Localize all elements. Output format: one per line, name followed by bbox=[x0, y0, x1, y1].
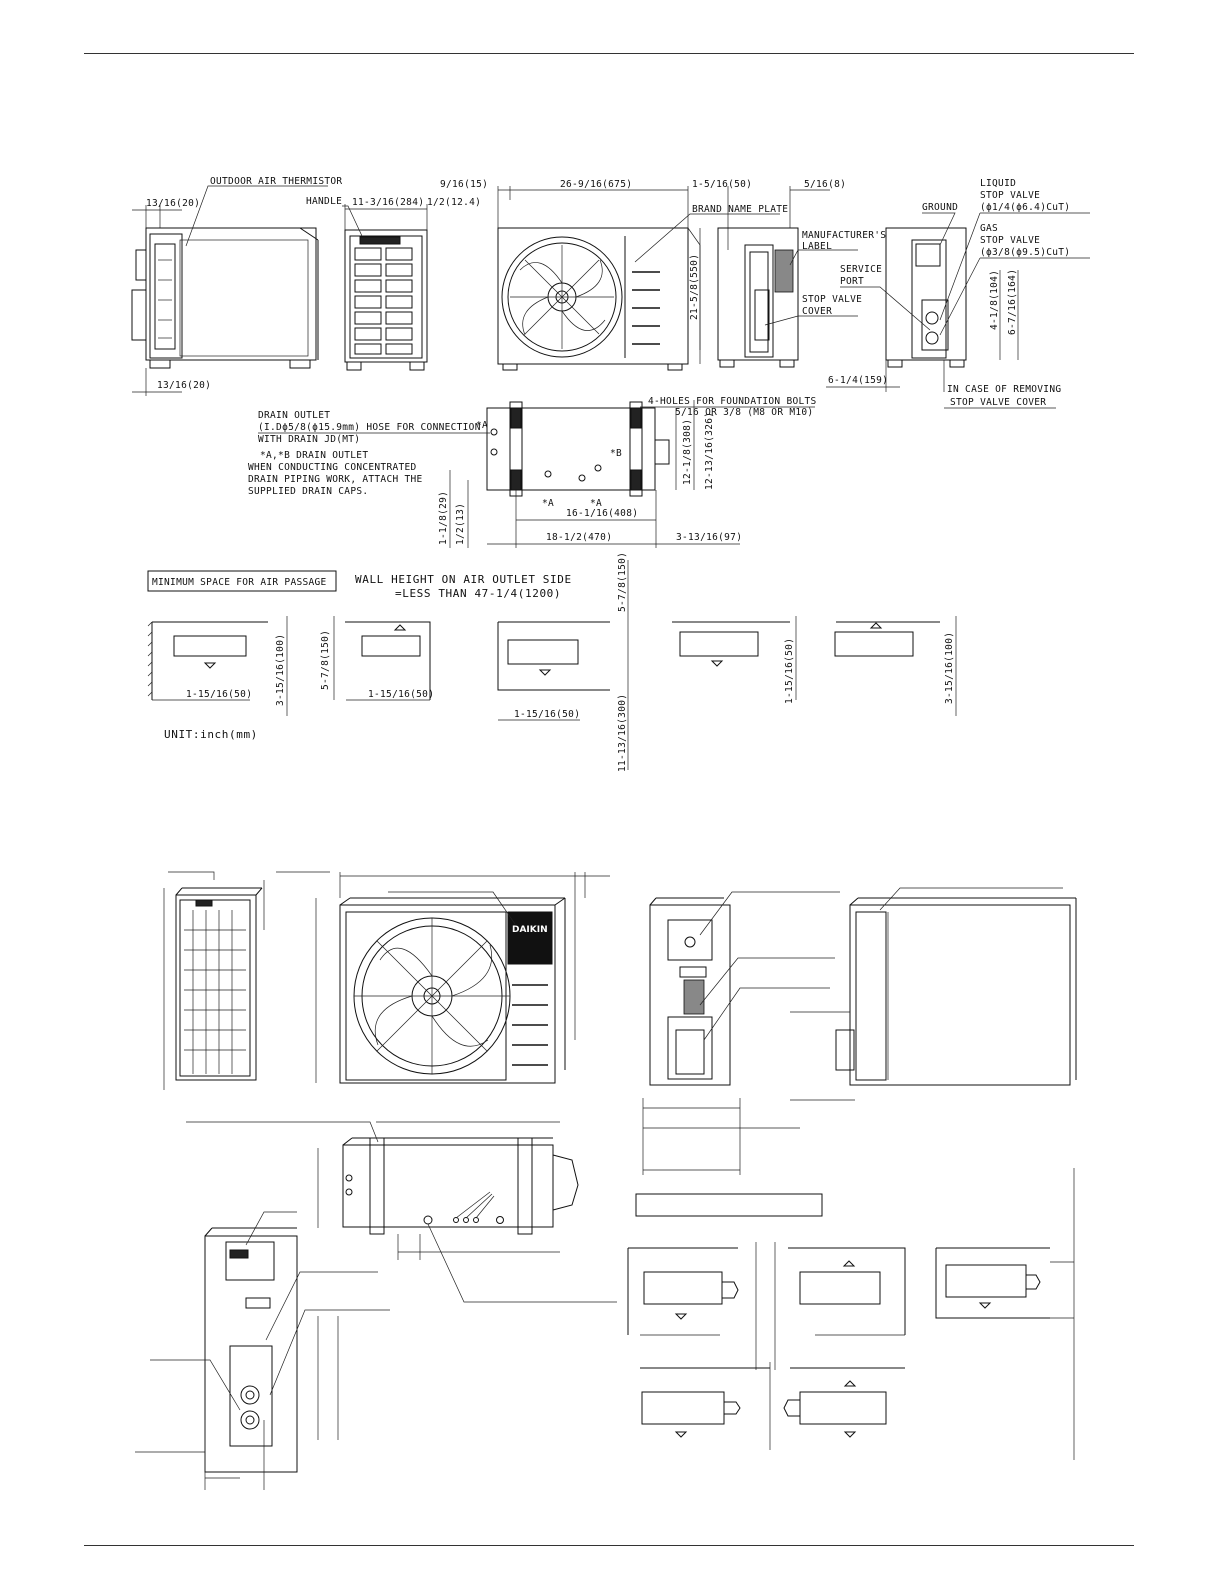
mark-a-bottom-left: *A bbox=[542, 498, 554, 509]
drain-label-2: (I.Dϕ5/8(ϕ15.9mm) HOSE FOR CONNECTION bbox=[258, 422, 481, 433]
dim-9-16: 9/16(15) bbox=[440, 179, 488, 190]
daikin-logo-text: DAIKIN bbox=[512, 925, 548, 935]
dim-5-7-8-b: 5-7/8(150) bbox=[617, 552, 628, 612]
page-top-rule bbox=[84, 53, 1134, 54]
top-dimension-drawing: OUTDOOR AIR THERMISTOR 13/16(20) 13/16(2… bbox=[131, 176, 1090, 772]
dim-6-1-4: 6-1/4(159) bbox=[828, 375, 888, 386]
dim-26-9-16: 26-9/16(675) bbox=[560, 179, 632, 190]
mark-a-bottom-right: *A bbox=[590, 498, 602, 509]
foundation-label-1: 4-HOLES FOR FOUNDATION BOLTS bbox=[648, 396, 817, 407]
removing-label-2: STOP VALVE COVER bbox=[950, 397, 1046, 408]
dim-11-13-16: 11-13/16(300) bbox=[617, 694, 628, 772]
back-grille-3d-view bbox=[163, 871, 330, 1090]
mark-a-top: *A bbox=[476, 420, 488, 431]
drain-ab-label-4: SUPPLIED DRAIN CAPS. bbox=[248, 486, 368, 497]
dim-5-16: 5/16(8) bbox=[804, 179, 846, 190]
dim-1-5-16: 1-5/16(50) bbox=[692, 179, 752, 190]
dim-5-7-8-a: 5-7/8(150) bbox=[320, 630, 331, 690]
dim-1-2-13: 1/2(13) bbox=[455, 503, 466, 545]
dim-1-15-16-b: 1-15/16(50) bbox=[368, 689, 434, 700]
gas-label-1: GAS bbox=[980, 223, 998, 234]
dim-18-1-2: 18-1/2(470) bbox=[546, 532, 612, 543]
min-space-label: MINIMUM SPACE FOR AIR PASSAGE bbox=[152, 577, 327, 588]
dim-3-13-16: 3-13/16(97) bbox=[676, 532, 742, 543]
left-side-view: OUTDOOR AIR THERMISTOR 13/16(20) 13/16(2… bbox=[131, 176, 342, 396]
mark-b: *B bbox=[610, 448, 622, 459]
manufacturers-label-1: MANUFACTURER'S bbox=[802, 230, 886, 241]
manufacturers-label-2: LABEL bbox=[802, 241, 832, 252]
stop-valve-cover-label-1: STOP VALVE bbox=[802, 294, 862, 305]
dim-1-15-16-a: 1-15/16(50) bbox=[186, 689, 252, 700]
left-side-3d-view bbox=[790, 887, 1077, 1101]
minimum-space-section: MINIMUM SPACE FOR AIR PASSAGE WALL HEIGH… bbox=[147, 552, 957, 772]
right-side-view: 5/16(8) MANUFACTURER'S LABEL STOP VALVE … bbox=[717, 179, 886, 368]
dim-12-13-16: 12-13/16(326) bbox=[704, 412, 715, 490]
dim-16-1-16: 16-1/16(408) bbox=[566, 508, 638, 519]
minimum-space-3d-section bbox=[627, 1168, 1075, 1460]
back-grille-view: HANDLE 11-3/16(284) 1/2(12.4) bbox=[306, 196, 481, 371]
dim-3-15-16-a: 3-15/16(100) bbox=[275, 634, 286, 706]
foundation-label-2: 5/16 OR 3/8 (M8 OR M10) bbox=[675, 407, 813, 418]
dim-11-3-16: 11-3/16(284) bbox=[352, 197, 424, 208]
ground-label: GROUND bbox=[922, 202, 958, 213]
dim-3-15-16-b: 3-15/16(100) bbox=[944, 632, 955, 704]
valve-side-view: LIQUID STOP VALVE (ϕ1/4(ϕ6.4)CuT) GROUND… bbox=[826, 178, 1090, 409]
valve-side-3d-view bbox=[135, 1211, 390, 1490]
dim-21-5-8: 21-5/8(550) bbox=[689, 254, 700, 320]
unit-label: UNIT:inch(mm) bbox=[164, 728, 258, 741]
plan-view: 4-HOLES FOR FOUNDATION BOLTS 5/16 OR 3/8… bbox=[248, 396, 817, 548]
liquid-label-3: (ϕ1/4(ϕ6.4)CuT) bbox=[980, 202, 1070, 213]
outdoor-air-thermistor-label: OUTDOOR AIR THERMISTOR bbox=[210, 176, 342, 187]
wall-height-label-2: =LESS THAN 47-1/4(1200) bbox=[395, 587, 561, 600]
dim-13-16-top: 13/16(20) bbox=[146, 198, 200, 209]
service-port-label-2: PORT bbox=[840, 276, 864, 287]
wall-height-label-1: WALL HEIGHT ON AIR OUTLET SIDE bbox=[355, 573, 572, 586]
dim-4-1-8: 4-1/8(104) bbox=[989, 270, 1000, 330]
liquid-label-2: STOP VALVE bbox=[980, 190, 1040, 201]
removing-label-1: IN CASE OF REMOVING bbox=[947, 384, 1061, 395]
dim-1-15-16-d: 1-15/16(50) bbox=[784, 638, 795, 704]
dim-1-2: 1/2(12.4) bbox=[427, 197, 481, 208]
dim-1-1-8: 1-1/8(29) bbox=[438, 491, 449, 545]
dim-6-7-16: 6-7/16(164) bbox=[1007, 269, 1018, 335]
drain-label-1: DRAIN OUTLET bbox=[258, 410, 330, 421]
drain-ab-label-3: DRAIN PIPING WORK, ATTACH THE bbox=[248, 474, 423, 485]
front-fan-3d-view: DAIKIN bbox=[315, 872, 610, 1084]
drain-ab-label-1: *A,*B DRAIN OUTLET bbox=[260, 450, 368, 461]
dim-13-16-bottom: 13/16(20) bbox=[157, 380, 211, 391]
plan-3d-view bbox=[186, 1121, 617, 1303]
drain-ab-label-2: WHEN CONDUCTING CONCENTRATED bbox=[248, 462, 417, 473]
front-fan-view: BRAND NAME PLATE 9/16(15) 26-9/16(675) 1… bbox=[440, 179, 788, 371]
bottom-3d-drawing: DAIKIN bbox=[135, 871, 1077, 1490]
brand-name-plate-label: BRAND NAME PLATE bbox=[692, 204, 788, 215]
gas-label-3: (ϕ3/8(ϕ9.5)CuT) bbox=[980, 247, 1070, 258]
dim-12-1-8: 12-1/8(308) bbox=[682, 419, 693, 485]
gas-label-2: STOP VALVE bbox=[980, 235, 1040, 246]
right-side-3d-view bbox=[642, 891, 840, 1175]
dim-1-15-16-c: 1-15/16(50) bbox=[514, 709, 580, 720]
stop-valve-cover-label-2: COVER bbox=[802, 306, 832, 317]
service-port-label-1: SERVICE bbox=[840, 264, 882, 275]
liquid-label-1: LIQUID bbox=[980, 178, 1016, 189]
handle-label: HANDLE bbox=[306, 196, 342, 207]
drain-label-3: WITH DRAIN JD(MT) bbox=[258, 434, 360, 445]
page-bottom-rule bbox=[84, 1545, 1134, 1546]
